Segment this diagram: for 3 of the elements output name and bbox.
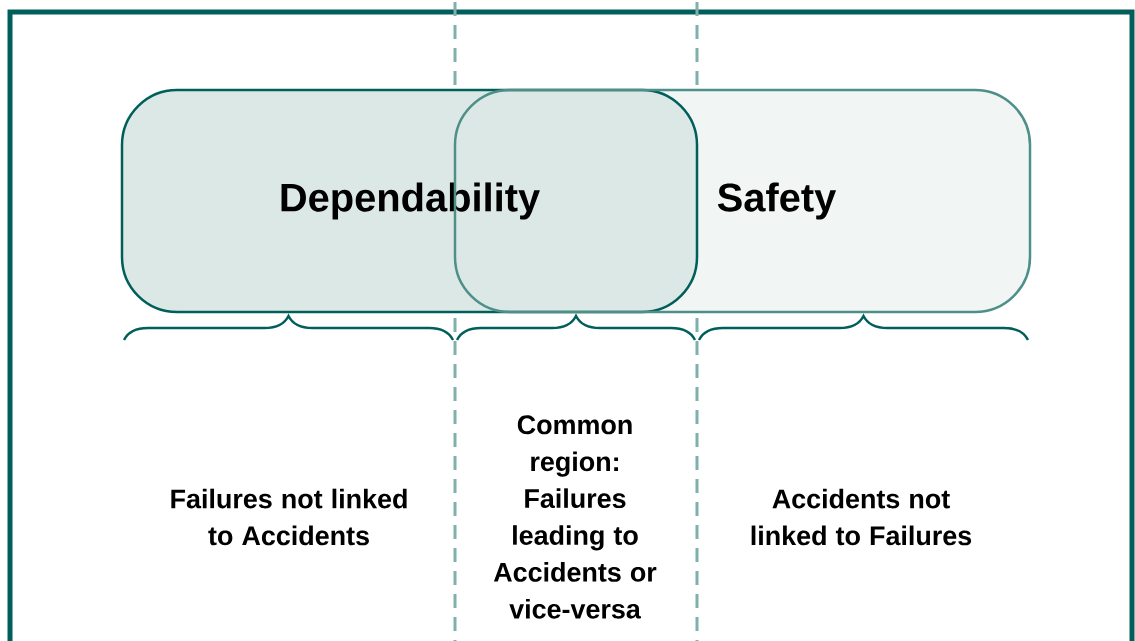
- annotation-text: Failures not linked to Accidents: [171, 488, 407, 546]
- annotation-text: Common region: Failures leading to Accidents or vice-versa: [493, 415, 657, 619]
- annotation-text: Accidents not linked to Failures: [751, 488, 972, 546]
